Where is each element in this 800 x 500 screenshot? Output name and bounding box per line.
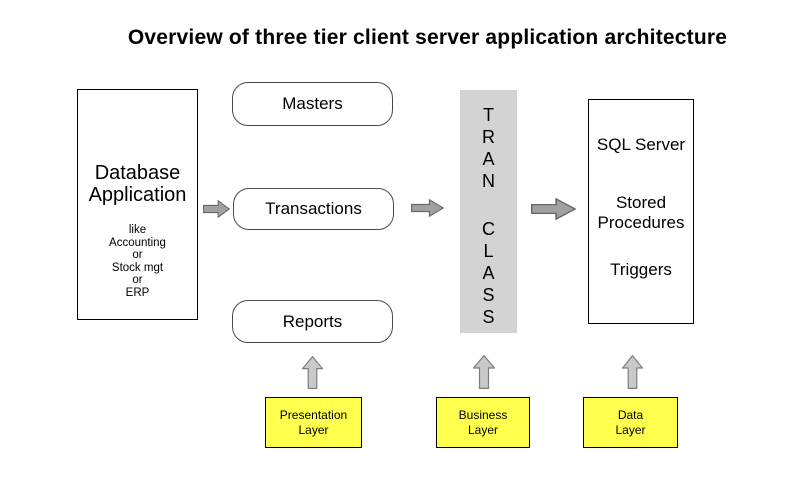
data-layer-label-line2: Layer <box>615 422 646 437</box>
transactions-box: Transactions <box>233 188 394 230</box>
tran-class-bar: TRAN CLASS <box>460 90 517 333</box>
example-line: or <box>132 274 143 286</box>
presentation-layer-label-line1: Presentation <box>279 407 348 422</box>
database-application-label: Database Application <box>88 162 187 206</box>
database-application-examples: like Accounting or Stock mgt or ERP <box>78 224 197 299</box>
right-arrow-transactions-to-tranclass-icon <box>411 199 444 217</box>
class-vertical-label: CLASS <box>482 219 495 327</box>
business-layer-label-line2: Layer <box>467 422 499 437</box>
transactions-label: Transactions <box>265 199 362 218</box>
masters-box: Masters <box>232 82 393 126</box>
right-arrow-tranclass-to-sqlserver-icon <box>531 198 576 220</box>
right-arrow-db-to-transactions-icon <box>203 200 230 218</box>
sql-server-label: SQL Server <box>596 135 686 154</box>
example-line: Stock mgt <box>111 261 164 274</box>
reports-box: Reports <box>232 300 393 343</box>
business-layer-label-line1: Business <box>458 407 508 422</box>
database-application-box: Database Application like Accounting or … <box>77 89 198 320</box>
up-arrow-business-layer-icon <box>473 355 495 389</box>
business-layer-box: Business Layer <box>436 397 530 448</box>
example-line: ERP <box>125 286 150 299</box>
triggers-label: Triggers <box>610 260 672 279</box>
presentation-layer-box: Presentation Layer <box>265 397 362 448</box>
sql-server-box: SQL Server Stored Procedures Triggers <box>588 99 694 324</box>
stored-procedures-label: Stored Procedures <box>597 193 685 232</box>
example-line: or <box>132 249 143 261</box>
masters-label: Masters <box>282 94 343 113</box>
reports-label: Reports <box>282 311 343 331</box>
up-arrow-presentation-layer-icon <box>302 356 323 389</box>
example-line: like <box>128 224 147 236</box>
data-layer-box: Data Layer <box>583 397 678 448</box>
presentation-layer-label-line2: Layer <box>298 422 329 437</box>
example-line: Accounting <box>109 236 166 249</box>
data-layer-label-line1: Data <box>617 407 644 422</box>
tran-vertical-label: TRAN <box>482 105 495 191</box>
diagram-title: Overview of three tier client server app… <box>127 26 728 49</box>
up-arrow-data-layer-icon <box>622 355 643 389</box>
